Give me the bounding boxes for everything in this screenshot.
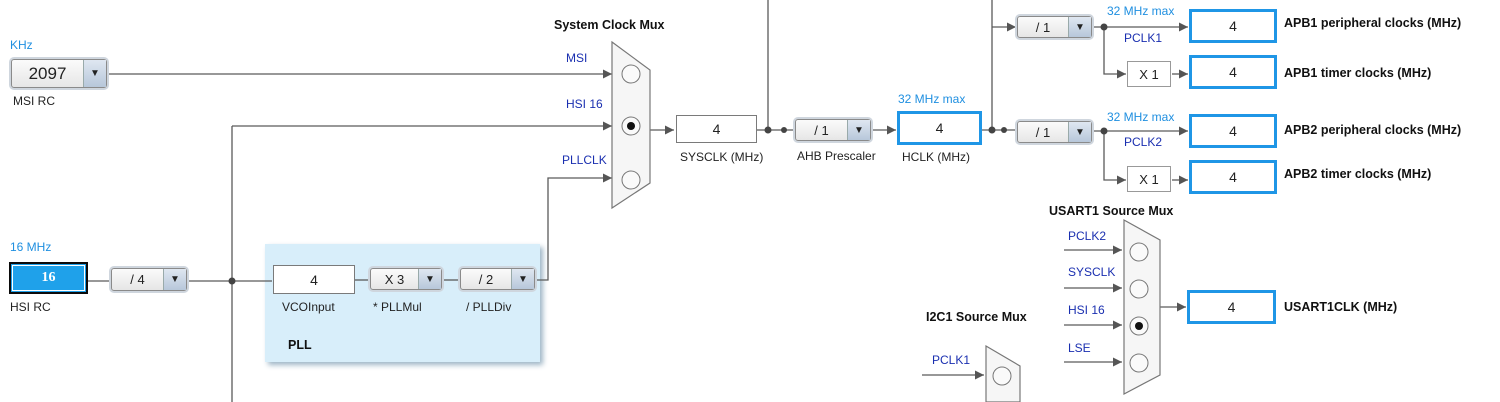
apb2-timer-multiplier: X 1 (1127, 166, 1171, 192)
chevron-down-icon: ▼ (418, 269, 441, 289)
system-clock-mux-title: System Clock Mux (554, 18, 665, 32)
sysclk-mux-radio-pll (621, 170, 641, 190)
msi-rc-label: MSI RC (13, 94, 55, 108)
chevron-down-icon: ▼ (847, 120, 870, 140)
mux-input-hsi-label: HSI 16 (566, 97, 603, 111)
hclk-max-label: 32 MHz max (898, 92, 966, 106)
apb2-prescaler-value: / 1 (1035, 124, 1051, 140)
usart1-input-hsi-label: HSI 16 (1068, 303, 1105, 317)
chevron-down-icon: ▼ (1068, 17, 1091, 37)
msi-frequency-dropdown[interactable]: 2097 ▼ (11, 59, 107, 88)
pll-mul-value: X 3 (384, 271, 405, 287)
chevron-down-icon: ▼ (83, 60, 106, 87)
hclk-label: HCLK (MHz) (902, 150, 970, 164)
apb1-timer-value[interactable]: 4 (1189, 55, 1277, 89)
apb2-peripheral-label: APB2 peripheral clocks (MHz) (1284, 123, 1462, 137)
apb2-max-label: 32 MHz max (1107, 110, 1175, 124)
ahb-prescaler-label: AHB Prescaler (797, 149, 876, 163)
apb2-prescaler-dropdown[interactable]: / 1 ▼ (1017, 121, 1092, 143)
msi-frequency-value: 2097 (28, 63, 67, 83)
mux-input-msi-label: MSI (566, 51, 588, 65)
sysclk-mux-radio-hsi (621, 116, 641, 136)
hsi-divider-dropdown[interactable]: / 4 ▼ (111, 268, 187, 291)
i2c1-mux-title: I2C1 Source Mux (926, 310, 1027, 324)
i2c1-input-pclk1-label: PCLK1 (932, 353, 971, 367)
pclk2-label: PCLK2 (1124, 135, 1163, 149)
ahb-prescaler-value: / 1 (814, 122, 829, 138)
msi-unit-label: KHz (10, 38, 33, 52)
apb1-timer-multiplier: X 1 (1127, 61, 1171, 87)
pclk1-label: PCLK1 (1124, 31, 1163, 45)
usart1clk-value[interactable]: 4 (1187, 290, 1276, 324)
pll-panel (265, 244, 540, 362)
usart1-input-lse-label: LSE (1068, 341, 1091, 355)
vco-input-label: VCOInput (282, 300, 335, 314)
chevron-down-icon: ▼ (511, 269, 534, 289)
apb2-timer-value[interactable]: 4 (1189, 160, 1277, 194)
apb1-peripheral-value[interactable]: 4 (1189, 9, 1277, 43)
apb2-timer-label: APB2 timer clocks (MHz) (1284, 167, 1432, 181)
mux-input-pllclk-label: PLLCLK (562, 153, 607, 167)
sysclk-value[interactable]: 4 (676, 115, 757, 143)
hclk-value[interactable]: 4 (897, 111, 982, 145)
usart1-mux-title: USART1 Source Mux (1049, 204, 1174, 218)
apb2-peripheral-value[interactable]: 4 (1189, 114, 1277, 148)
vco-input-value[interactable]: 4 (273, 265, 355, 294)
pll-div-value: / 2 (478, 271, 494, 287)
pll-title: PLL (288, 338, 312, 352)
usart1-input-sysclk-label: SYSCLK (1068, 265, 1116, 279)
chevron-down-icon: ▼ (1068, 122, 1091, 142)
apb1-prescaler-value: / 1 (1035, 19, 1051, 35)
apb1-max-label: 32 MHz max (1107, 4, 1175, 18)
pll-div-dropdown[interactable]: / 2 ▼ (460, 268, 535, 290)
pll-mul-label: * PLLMul (373, 300, 422, 314)
pll-div-label: / PLLDiv (466, 300, 512, 314)
chevron-down-icon: ▼ (163, 269, 186, 290)
sysclk-label: SYSCLK (MHz) (680, 150, 764, 164)
hsi-unit-label: 16 MHz (10, 240, 52, 254)
sysclk-mux-radio-msi (621, 64, 641, 84)
ahb-prescaler-dropdown[interactable]: / 1 ▼ (795, 119, 871, 141)
usart1-input-pclk2-label: PCLK2 (1068, 229, 1107, 243)
hsi-rc-label: HSI RC (10, 300, 51, 314)
pll-mul-dropdown[interactable]: X 3 ▼ (370, 268, 442, 290)
usart1clk-label: USART1CLK (MHz) (1284, 300, 1398, 314)
hsi-rc-value-box[interactable]: 16 (9, 262, 88, 294)
apb1-prescaler-dropdown[interactable]: / 1 ▼ (1017, 16, 1092, 38)
hsi-divider-value: / 4 (130, 272, 145, 287)
apb1-timer-label: APB1 timer clocks (MHz) (1284, 66, 1432, 80)
apb1-peripheral-label: APB1 peripheral clocks (MHz) (1284, 16, 1462, 30)
